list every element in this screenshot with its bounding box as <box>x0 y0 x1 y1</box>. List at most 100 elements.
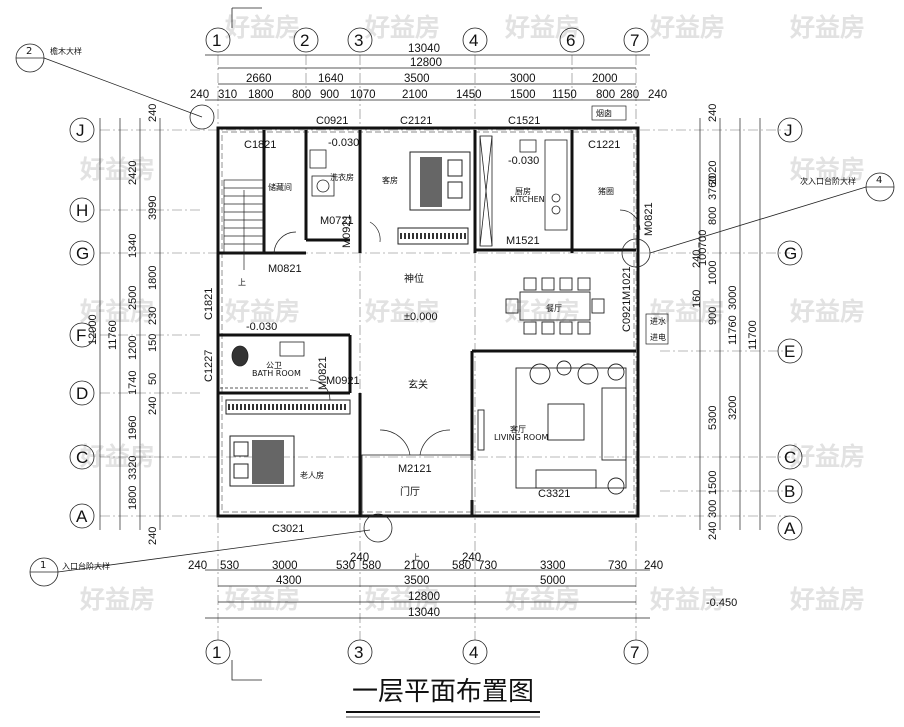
right-axis-markers: J G E C B A <box>777 117 803 541</box>
dim-detail: 50 <box>147 373 159 385</box>
watermark: 好益房 <box>504 297 580 326</box>
room-entry-hall: 门厅 <box>400 485 420 498</box>
dim-segment: 2660 <box>246 73 272 85</box>
axis-label: A <box>784 519 796 538</box>
axis-label: B <box>784 482 795 501</box>
callout-number: 4 <box>876 175 882 186</box>
dim-segment: 4300 <box>276 575 302 587</box>
watermark: 好益房 <box>649 585 725 614</box>
watermark: 好益房 <box>789 585 865 614</box>
dim-detail: 230 <box>147 307 159 325</box>
laundry-fixtures <box>309 149 335 197</box>
watermark: 好益房 <box>364 585 440 614</box>
room-foyer: 玄关 <box>408 378 428 391</box>
dim-detail: 2100 <box>402 89 428 101</box>
right-dimensions: 3760 3000 3200 11700 11760 2020 800 1000… <box>691 104 759 540</box>
axis-bubble <box>205 639 231 665</box>
dim-segment: 5000 <box>540 575 566 587</box>
dim-segment: 3320 <box>127 456 139 480</box>
opening-labels: C1821 C0921 C2121 C1521 C1221 M0721 M092… <box>203 115 655 535</box>
dim-detail: 3000 <box>272 560 298 572</box>
dim-segment: 2000 <box>592 73 618 85</box>
dim-segment: 3200 <box>727 396 739 420</box>
opening-code: C1821 <box>203 288 215 320</box>
callout-number: 2 <box>26 46 32 57</box>
dim-detail: 240 <box>147 397 159 415</box>
opening-code: C2121 <box>400 115 432 127</box>
opening-code: M1521 <box>506 235 540 247</box>
axis-bubble <box>462 27 488 53</box>
dim-detail: 3300 <box>540 560 566 572</box>
dim-segment: 1960 <box>127 416 139 440</box>
axis-label: 3 <box>354 643 363 662</box>
axis-label: E <box>784 342 795 361</box>
dim-mid: 2020 <box>707 161 719 185</box>
axis-label: 3 <box>354 31 363 50</box>
dim-detail: 730 <box>608 560 627 572</box>
axis-label: H <box>76 201 88 220</box>
watermark: 好益房 <box>224 297 300 326</box>
axis-label: 4 <box>469 643 478 662</box>
dim-detail: 730 <box>478 560 497 572</box>
callout-main-entry: 入口台阶大样 <box>62 561 110 571</box>
dim-detail: 280 <box>620 89 639 101</box>
dim-total-outer: 11700 <box>747 320 759 350</box>
dim-mid: 300 <box>707 500 719 518</box>
level-marks: -0.030 -0.030 ±0.000 -0.030 -0.450 <box>246 137 737 609</box>
axis-label: D <box>76 384 88 403</box>
room-shrine: 神位 <box>404 272 424 285</box>
left-dimensions: 12000 11760 2420 3990 1340 2500 1200 174… <box>87 104 159 545</box>
axis-label: 1 <box>212 643 221 662</box>
level-mark: -0.450 <box>706 597 737 609</box>
dim-segment: 3000 <box>727 286 739 310</box>
dim-segment: 1340 <box>127 234 139 258</box>
watermark: 好益房 <box>789 297 865 326</box>
drawing-title: 一层平面布置图 <box>352 677 534 707</box>
left-axis-markers: J H G F D C A <box>69 117 95 529</box>
dim-detail: 1450 <box>456 89 482 101</box>
dim-detail: 240 <box>648 89 667 101</box>
opening-code: C0921 <box>621 300 633 332</box>
watermark: 好益房 <box>79 585 155 614</box>
dim-segment: 1740 <box>127 371 139 395</box>
dim-detail: 240 <box>147 104 159 122</box>
dim-mid: 160 <box>691 290 703 308</box>
top-dimensions: 13040 12800 2660 1640 3500 3000 2000 240… <box>190 43 667 101</box>
room-storage: 储藏间 <box>268 182 292 192</box>
dim-total-outer: 12000 <box>87 314 99 345</box>
room-kitchen: 厨房 <box>515 186 531 196</box>
dim-mid: 700 <box>697 230 709 248</box>
level-mark: ±0.000 <box>404 311 438 323</box>
axis-bubble <box>559 27 585 53</box>
axis-label: 7 <box>630 31 639 50</box>
dim-segment: 3990 <box>147 196 159 220</box>
dim-detail: 240 <box>644 560 663 572</box>
opening-code: M0821 <box>317 356 329 390</box>
room-bath: 公卫 <box>266 361 282 370</box>
room-living-en: LIVING ROOM <box>494 433 549 442</box>
level-mark: -0.030 <box>246 321 277 333</box>
watermark: 好益房 <box>789 442 865 471</box>
opening-code: M2121 <box>398 463 432 475</box>
watermark: 好益房 <box>789 13 865 42</box>
dim-total-outer: 13040 <box>408 43 440 55</box>
room-yard: 猪圈 <box>598 186 614 196</box>
room-elder: 老人房 <box>300 470 324 480</box>
label-water: 进水 <box>650 316 666 326</box>
dim-mid: 900 <box>707 307 719 325</box>
door-swings <box>273 209 641 456</box>
dim-segment: 3000 <box>510 73 536 85</box>
dim-detail: 150 <box>147 334 159 352</box>
callout-eave: 檐木大样 <box>50 46 82 56</box>
dim-total-axis: 11760 <box>727 315 739 345</box>
label-elec: 进电 <box>650 332 666 342</box>
dim-detail: 240 <box>707 522 719 540</box>
dim-detail: 530 <box>220 560 239 572</box>
label-up: 上 <box>412 553 420 562</box>
dim-detail: 580 <box>452 560 471 572</box>
axis-bubble <box>293 27 319 53</box>
axis-label: 4 <box>469 31 478 50</box>
opening-code: M0921 <box>341 214 353 248</box>
watermark: 好益房 <box>789 155 865 184</box>
